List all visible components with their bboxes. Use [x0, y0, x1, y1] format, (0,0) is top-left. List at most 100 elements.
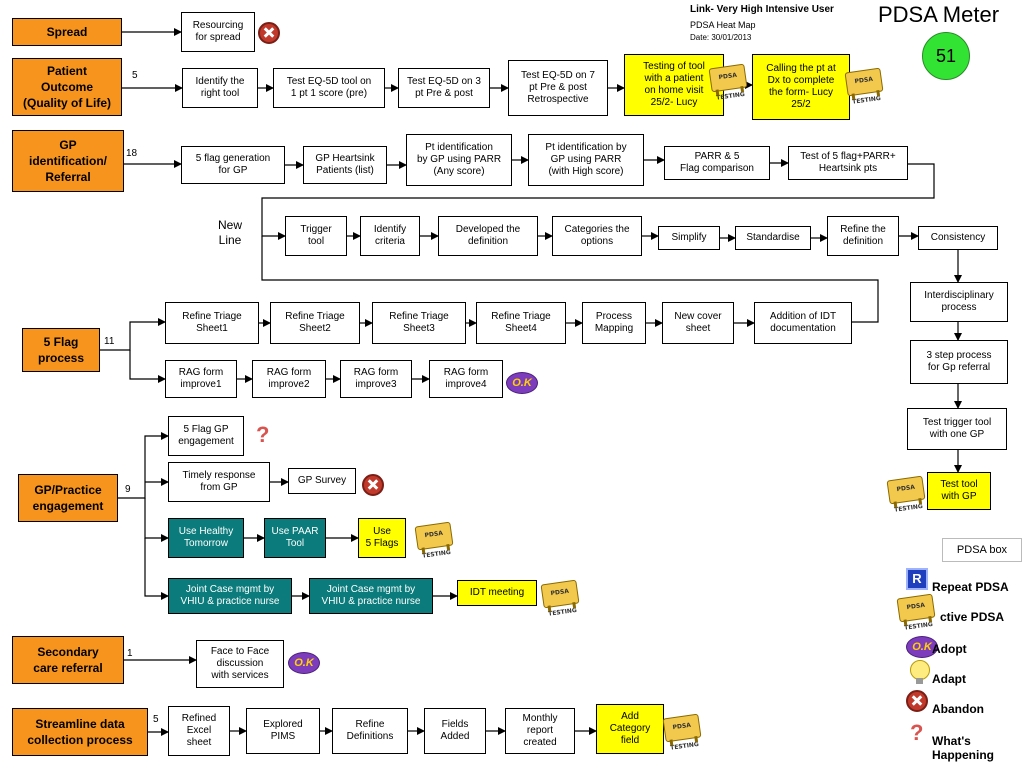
step-d2: Explored PIMS	[246, 708, 320, 754]
ok-icon: O.K	[506, 372, 538, 394]
category-flag: 5 Flag process	[22, 328, 100, 372]
step-f7: Addition of IDT documentation	[754, 302, 852, 344]
step-n6: Standardise	[735, 226, 811, 250]
step-g6: Test of 5 flag+PARR+ Heartsink pts	[788, 146, 908, 180]
step-n1: Trigger tool	[285, 216, 347, 256]
pdsa-testing-icon: PDSA TESTING	[886, 475, 926, 514]
step-p1: Identify the right tool	[182, 68, 258, 108]
step-v3: Test trigger tool with one GP	[907, 408, 1007, 450]
step-e4: Use Healthy Tomorrow	[168, 518, 244, 558]
step-v1: Interdisciplinary process	[910, 282, 1008, 322]
step-g3: Pt identification by GP using PARR (Any …	[406, 134, 512, 186]
step-r4: RAG form improve4	[429, 360, 503, 398]
step-f1: Refine Triage Sheet1	[165, 302, 259, 344]
step-e7: Joint Case mgmt by VHIU & practice nurse	[168, 578, 292, 614]
category-count-patient: 5	[132, 70, 138, 81]
step-e2: Timely response from GP	[168, 462, 270, 502]
step-f4: Refine Triage Sheet4	[476, 302, 566, 344]
category-gpp: GP/Practice engagement	[18, 474, 118, 522]
step-p2: Test EQ-5D tool on 1 pt 1 score (pre)	[273, 68, 385, 108]
pdsa-testing-icon: PDSA TESTING	[844, 67, 884, 106]
step-g5: PARR & 5 Flag comparison	[664, 146, 770, 180]
step-d3: Refine Definitions	[332, 708, 408, 754]
step-e5: Use PAAR Tool	[264, 518, 326, 558]
pdsa-meter-title: PDSA Meter	[878, 2, 1000, 27]
step-n5: Simplify	[658, 226, 720, 250]
connector-46	[129, 350, 166, 383]
legend-label-what-s-happening: What's Happening	[932, 734, 994, 762]
step-e1: 5 Flag GP engagement	[168, 416, 244, 456]
legend-label-ctive-pdsa: ctive PDSA	[940, 610, 1005, 624]
legend-question-icon: ?	[910, 720, 924, 745]
legend-ok-icon: O.K	[906, 636, 938, 658]
step-g1: 5 flag generation for GP	[181, 146, 285, 184]
step-e9: IDT meeting	[457, 580, 537, 606]
category-count-gpid: 18	[126, 148, 138, 159]
step-e8: Joint Case mgmt by VHIU & practice nurse	[309, 578, 433, 614]
step-n3: Developed the definition	[438, 216, 538, 256]
step-p6: Calling the pt at Dx to complete the for…	[752, 54, 850, 120]
header-title: Link- Very High Intensive User	[690, 4, 834, 15]
legend-label-repeat-pdsa: Repeat PDSA	[932, 580, 1009, 594]
header-date: Date: 30/01/2013	[690, 33, 752, 42]
connector-45	[100, 318, 166, 351]
step-p3: Test EQ-5D on 3 pt Pre & post	[398, 68, 490, 108]
step-r2: RAG form improve2	[252, 360, 326, 398]
step-g4: Pt identification by GP using PARR (with…	[528, 134, 644, 186]
legend-pdsa-testing-icon: PDSA TESTING	[896, 593, 936, 632]
step-f5: Process Mapping	[582, 302, 646, 344]
category-spread: Spread	[12, 18, 122, 46]
ok-icon: O.K	[288, 652, 320, 674]
step-r3: RAG form improve3	[340, 360, 412, 398]
category-count-sec: 1	[127, 648, 133, 659]
connector-39	[261, 163, 935, 240]
pdsa-testing-icon: PDSA TESTING	[540, 579, 580, 618]
step-e6: Use 5 Flags	[358, 518, 406, 558]
legend-label-adopt: Adopt	[932, 642, 967, 656]
abandon-icon	[362, 474, 384, 496]
step-v4: Test tool with GP	[927, 472, 991, 510]
step-d1: Refined Excel sheet	[168, 706, 230, 756]
step-p5: Testing of tool with a patient on home v…	[624, 54, 724, 116]
abandon-icon	[258, 22, 280, 44]
connector-49	[144, 498, 169, 542]
step-d4: Fields Added	[424, 708, 486, 754]
step-s1: Resourcing for spread	[181, 12, 255, 52]
category-sec: Secondary care referral	[12, 636, 124, 684]
legend-abandon-icon	[906, 690, 928, 712]
connector-47	[118, 432, 169, 499]
step-d5: Monthly report created	[505, 708, 575, 754]
step-d6: Add Category field	[596, 704, 664, 754]
category-count-gpp: 9	[125, 484, 131, 495]
header-subtitle: PDSA Heat Map	[690, 20, 756, 30]
legend-label-abandon: Abandon	[932, 702, 984, 716]
category-patient: Patient Outcome (Quality of Life)	[12, 58, 122, 116]
step-n4: Categories the options	[552, 216, 642, 256]
legend-bulb-icon	[910, 660, 930, 684]
category-count-stream: 5	[153, 714, 159, 725]
step-n7: Refine the definition	[827, 216, 899, 256]
pdsa-meter-value: 51	[922, 32, 970, 80]
step-g2: GP Heartsink Patients (list)	[303, 146, 387, 184]
step-n2: Identify criteria	[360, 216, 420, 256]
step-f6: New cover sheet	[662, 302, 734, 344]
connector-44	[261, 236, 879, 323]
step-p4: Test EQ-5D on 7 pt Pre & post Retrospect…	[508, 60, 608, 116]
step-n8: Consistency	[918, 226, 998, 250]
step-c1: Face to Face discussion with services	[196, 640, 284, 688]
step-f3: Refine Triage Sheet3	[372, 302, 466, 344]
step-r1: RAG form improve1	[165, 360, 237, 398]
pdsa-testing-icon: PDSA TESTING	[414, 521, 454, 560]
connector-50	[144, 538, 169, 600]
category-gpid: GP identification/ Referral	[12, 130, 124, 192]
step-e3: GP Survey	[288, 468, 356, 494]
step-f2: Refine Triage Sheet2	[270, 302, 360, 344]
pdsa-testing-icon: PDSA TESTING	[708, 63, 748, 102]
category-count-flag: 11	[104, 336, 115, 347]
category-stream: Streamline data collection process	[12, 708, 148, 756]
pdsa-testing-icon: PDSA TESTING	[662, 713, 702, 752]
new-line-label: New Line	[217, 218, 242, 247]
legend-pdsa-box: PDSA box	[942, 538, 1022, 562]
question-icon: ?	[256, 422, 270, 447]
